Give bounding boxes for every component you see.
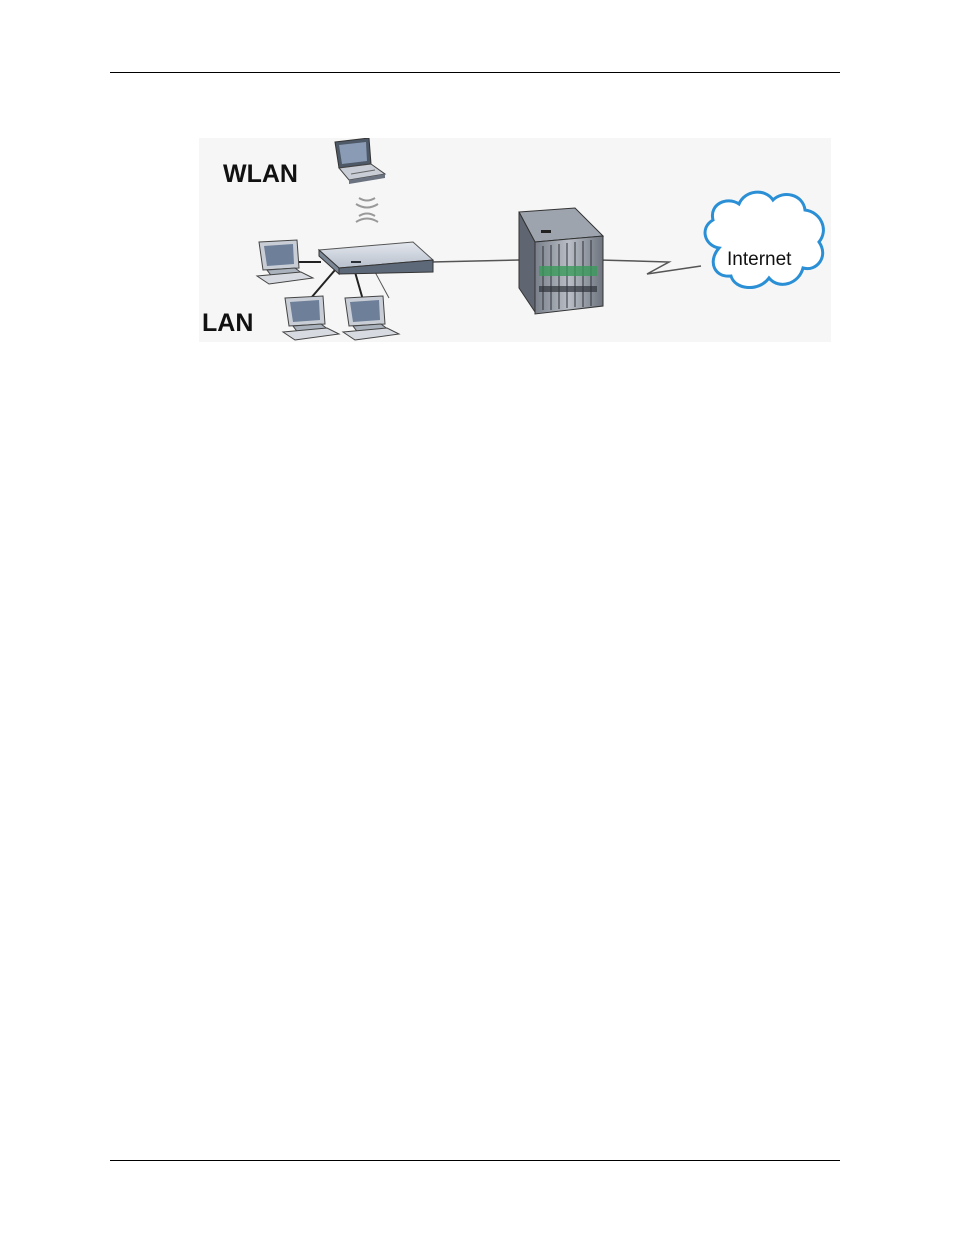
lan-cable-right — [355, 272, 389, 300]
desktop-computer-icon-mid — [283, 296, 339, 340]
wlan-label: WLAN — [223, 160, 298, 188]
server-rack-icon — [519, 208, 603, 314]
internet-label: Internet — [727, 249, 792, 270]
wireless-signal-icon — [356, 198, 378, 222]
laptop-icon — [335, 138, 385, 184]
lan-label: LAN — [202, 309, 253, 337]
header-rule — [110, 72, 840, 73]
cloud-icon — [705, 192, 823, 287]
footer-rule — [110, 1160, 840, 1161]
router-icon — [319, 242, 433, 274]
desktop-computer-icon-right — [343, 296, 399, 340]
internet-link — [599, 260, 701, 274]
network-diagram: WLAN LAN Internet — [199, 138, 831, 342]
network-diagram-svg: WLAN LAN Internet — [199, 138, 831, 342]
wan-cable — [431, 260, 519, 262]
lan-cable-mid — [311, 270, 335, 298]
